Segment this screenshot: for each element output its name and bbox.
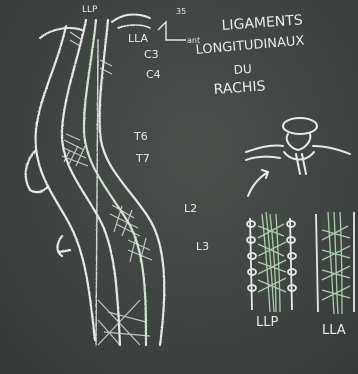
label-l2: L2	[184, 202, 197, 215]
label-c4: C4	[146, 68, 161, 81]
title-line-3: DU	[233, 62, 252, 77]
label-l3: L3	[196, 240, 209, 253]
label-bottom-lla: LLA	[322, 323, 346, 338]
label-t6: T6	[133, 130, 148, 143]
vertebra-axial-sketch	[246, 118, 350, 196]
title-block: LIGAMENTS LONGITUDINAUX DU RACHIS	[195, 12, 305, 98]
label-t7: T7	[135, 152, 150, 165]
label-top-35: 35	[176, 7, 186, 16]
label-ant: ant	[187, 36, 200, 45]
label-bottom-llp: LLP	[256, 315, 278, 330]
spine-lateral-sketch	[26, 15, 165, 345]
label-c3: C3	[144, 48, 159, 61]
ligament-fibers-lla	[322, 212, 350, 314]
title-line-2: LONGITUDINAUX	[195, 34, 305, 58]
title-line-4: RACHIS	[213, 78, 266, 98]
label-top-llp: LLP	[82, 5, 98, 15]
title-line-1: LIGAMENTS	[221, 12, 303, 34]
ligament-fibers-llp	[258, 212, 286, 312]
lla-bracket	[158, 22, 186, 40]
label-lla: LLA	[128, 32, 149, 45]
